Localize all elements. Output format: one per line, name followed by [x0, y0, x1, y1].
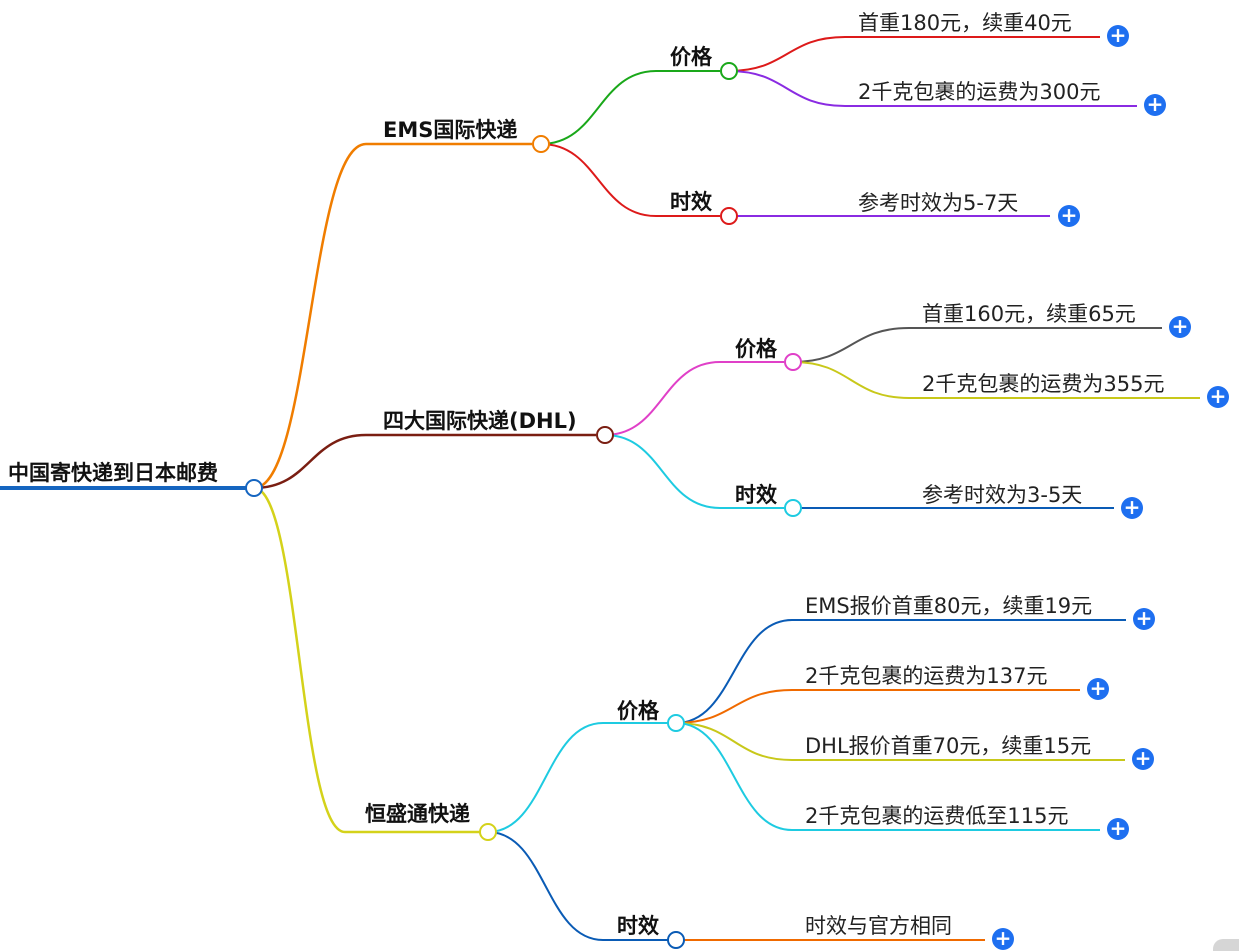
plus-circle-icon[interactable]: +: [1107, 818, 1129, 840]
edge-ems-price-leaf2: [728, 70, 846, 107]
plus-circle-icon[interactable]: +: [1087, 678, 1109, 700]
edge-root-ems: [253, 142, 367, 490]
ems-price[interactable]: 价格: [670, 45, 712, 69]
dhl-price-node-circle[interactable]: [784, 353, 802, 371]
plus-circle-icon[interactable]: +: [1207, 386, 1229, 408]
hst-price[interactable]: 价格: [617, 699, 659, 723]
plus-circle-icon[interactable]: +: [1144, 94, 1166, 116]
leaf-dhl-price-2[interactable]: 2千克包裹的运费为355元: [922, 372, 1165, 396]
leaf-ems-price-1[interactable]: 首重180元，续重40元: [858, 11, 1072, 35]
hst-time-node-circle[interactable]: [667, 931, 685, 949]
hst-time[interactable]: 时效: [617, 914, 659, 938]
edge-hst-price-leaf3: [675, 722, 793, 761]
node-circles: [245, 62, 802, 949]
dhl-time[interactable]: 时效: [735, 483, 777, 507]
edge-dhl-time: [604, 434, 721, 509]
edge-hst-price-leaf1: [675, 619, 793, 724]
scroll-corner: [1213, 939, 1239, 951]
edge-ems-price-leaf1: [728, 36, 846, 72]
plus-circle-icon[interactable]: +: [1133, 608, 1155, 630]
edge-dhl-price-leaf1: [792, 327, 910, 363]
dhl-price[interactable]: 价格: [735, 337, 777, 361]
hst-node-circle[interactable]: [479, 823, 497, 841]
edge-dhl-price-leaf2: [792, 361, 910, 399]
branch-ems[interactable]: EMS国际快递: [383, 118, 518, 142]
plus-circle-icon[interactable]: +: [1107, 25, 1129, 47]
plus-circle-icon[interactable]: +: [1121, 497, 1143, 519]
ems-price-node-circle[interactable]: [720, 62, 738, 80]
edge-root-dhl: [253, 433, 367, 490]
root-topic[interactable]: 中国寄快递到日本邮费: [8, 461, 218, 485]
plus-circle-icon[interactable]: +: [1058, 205, 1080, 227]
branch-hst[interactable]: 恒盛通快递: [365, 802, 470, 826]
ems-node-circle[interactable]: [532, 135, 550, 153]
leaf-ems-price-2[interactable]: 2千克包裹的运费为300元: [858, 80, 1101, 104]
plus-circle-icon[interactable]: +: [992, 928, 1014, 950]
edge-ems-time: [540, 143, 657, 217]
hst-price-node-circle[interactable]: [667, 714, 685, 732]
edge-hst-time: [487, 831, 604, 941]
root-node-circle[interactable]: [245, 479, 263, 497]
dhl-node-circle[interactable]: [596, 426, 614, 444]
edge-root-hst: [253, 486, 346, 834]
plus-circle-icon[interactable]: +: [1132, 748, 1154, 770]
connector-lines: [0, 36, 1200, 941]
edge-hst-price-leaf4: [675, 722, 793, 831]
leaf-ems-time-1[interactable]: 参考时效为5-7天: [858, 191, 1019, 215]
leaf-hst-price-1[interactable]: EMS报价首重80元，续重19元: [805, 594, 1093, 618]
leaf-hst-price-4[interactable]: 2千克包裹的运费低至115元: [805, 804, 1069, 828]
ems-time[interactable]: 时效: [670, 190, 712, 214]
edge-ems-price: [540, 70, 657, 145]
leaf-hst-price-2[interactable]: 2千克包裹的运费为137元: [805, 664, 1048, 688]
edge-hst-price-leaf2: [675, 689, 793, 724]
dhl-time-node-circle[interactable]: [784, 499, 802, 517]
leaf-dhl-price-1[interactable]: 首重160元，续重65元: [922, 302, 1136, 326]
leaf-hst-time-1[interactable]: 时效与官方相同: [805, 914, 952, 938]
leaf-dhl-time-1[interactable]: 参考时效为3-5天: [922, 483, 1083, 507]
branch-dhl[interactable]: 四大国际快递(DHL): [383, 409, 577, 433]
leaf-hst-price-3[interactable]: DHL报价首重70元，续重15元: [805, 734, 1092, 758]
edge-dhl-price: [604, 361, 721, 436]
edge-hst-price: [487, 722, 604, 833]
ems-time-node-circle[interactable]: [720, 207, 738, 225]
plus-circle-icon[interactable]: +: [1169, 316, 1191, 338]
